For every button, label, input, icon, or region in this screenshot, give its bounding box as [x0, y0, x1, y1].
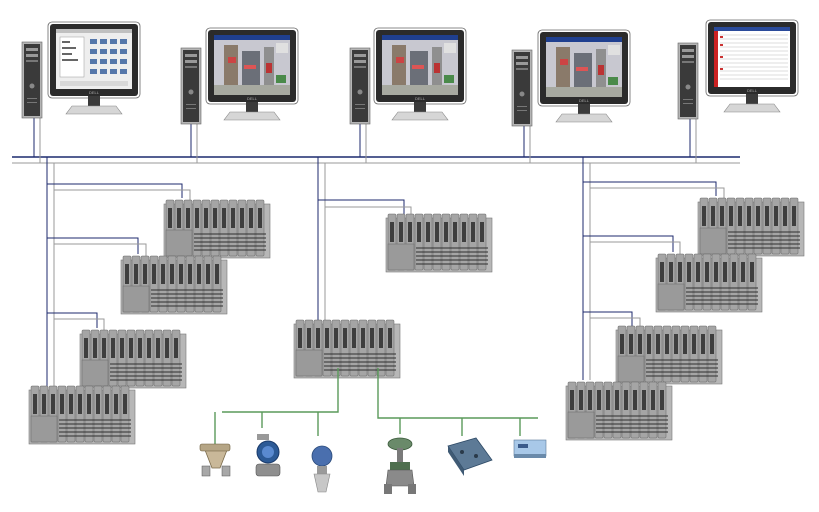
io-rack-right-4[interactable]	[565, 381, 673, 441]
alarm-list-screen	[713, 26, 791, 88]
workstation-2[interactable]	[180, 27, 299, 125]
workstation-4[interactable]	[511, 29, 631, 127]
workstation-3[interactable]	[349, 27, 467, 125]
right-rack-wiring	[582, 157, 725, 380]
junction-box-icon[interactable]	[447, 437, 493, 476]
io-rack-center-2[interactable]	[293, 319, 401, 379]
workstation-1[interactable]	[21, 21, 141, 119]
io-rack-left-1[interactable]	[163, 199, 271, 259]
fieldbus-wiring	[214, 368, 538, 444]
pressure-transmitter-icon[interactable]	[255, 434, 281, 477]
coriolis-flowmeter-icon[interactable]	[199, 443, 231, 477]
io-rack-left-4[interactable]	[28, 385, 136, 445]
plant-photo-screen	[214, 35, 290, 95]
radar-level-transmitter-icon[interactable]	[311, 445, 333, 493]
io-rack-right-2[interactable]	[655, 253, 763, 313]
workstation-drops	[33, 118, 697, 163]
desktop-computer-icon	[21, 41, 43, 119]
ethernet-backbone	[12, 156, 740, 164]
io-rack-left-3[interactable]	[79, 329, 187, 389]
plant-photo-screen	[546, 37, 622, 97]
desktop-computer-icon	[677, 42, 699, 120]
control-valve-icon[interactable]	[384, 437, 416, 494]
desktop-computer-icon	[349, 47, 371, 125]
plant-photo-screen	[382, 35, 458, 95]
io-rack-center-1[interactable]	[385, 213, 493, 273]
hmi-screen	[55, 28, 133, 90]
desktop-computer-icon	[511, 49, 533, 127]
io-rack-right-1[interactable]	[697, 197, 805, 257]
io-rack-right-3[interactable]	[615, 325, 723, 385]
left-rack-wiring	[46, 157, 191, 392]
desktop-computer-icon	[180, 47, 202, 125]
io-rack-left-2[interactable]	[120, 255, 228, 315]
center-rack-wiring	[317, 157, 412, 322]
workstation-5[interactable]	[677, 19, 799, 120]
fieldbus-module-icon[interactable]	[513, 439, 547, 458]
